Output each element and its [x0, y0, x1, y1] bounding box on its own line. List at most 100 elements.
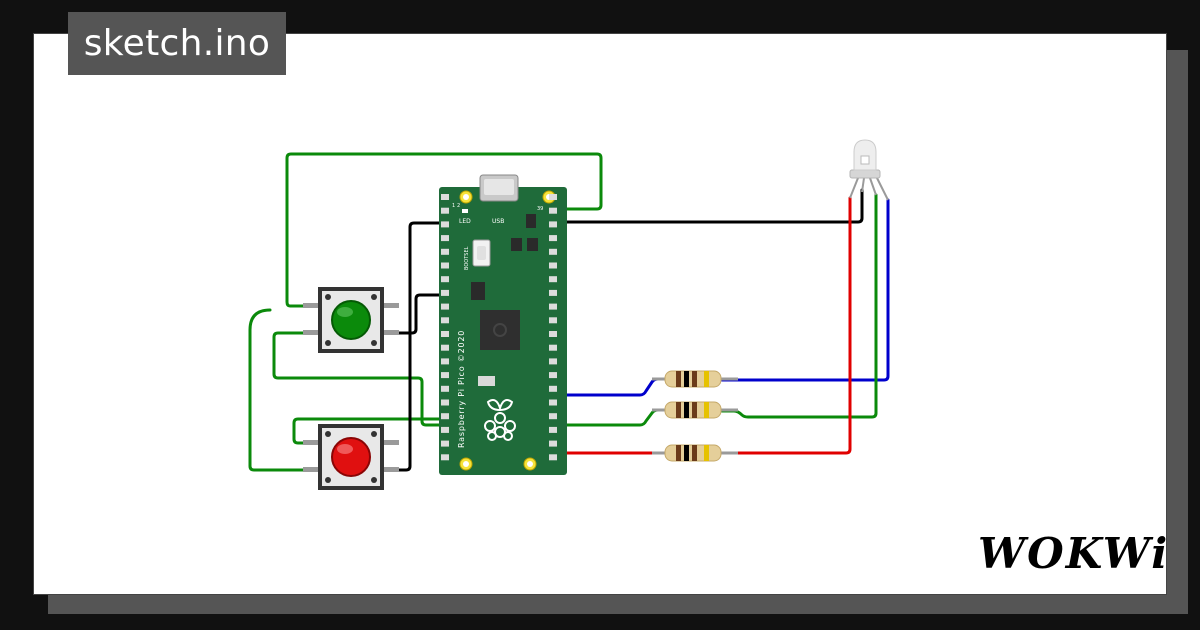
bootsel-label: BOOTSEL	[464, 246, 470, 270]
wire-green-btn-link[interactable]	[248, 308, 308, 472]
resistor[interactable]	[652, 401, 738, 419]
pico-pins	[441, 194, 557, 461]
pin-pad	[549, 399, 557, 406]
wire-green-led[interactable]	[720, 193, 878, 419]
button-corner	[325, 294, 331, 300]
pin-pad	[549, 289, 557, 296]
led-dome	[853, 139, 877, 171]
button-cap-green[interactable]	[331, 300, 371, 340]
usb-label: USB	[492, 218, 504, 225]
resistor-band	[684, 445, 689, 461]
mount-hole-center	[463, 194, 469, 200]
resistor-band	[676, 445, 681, 461]
button-leg	[383, 440, 399, 445]
wire-red-led[interactable]	[720, 196, 852, 455]
pin-pad	[441, 440, 449, 447]
pin-pad	[549, 276, 557, 283]
pin-pad	[441, 194, 449, 200]
usb-connector-inner	[484, 179, 514, 195]
button-corner	[371, 294, 377, 300]
wokwi-logo: WOKWi	[978, 529, 1169, 578]
button-leg	[383, 330, 399, 335]
chip	[511, 238, 522, 251]
rp2040-chip	[480, 310, 520, 350]
pin-pad	[441, 358, 449, 365]
pin-pad	[549, 317, 557, 324]
pin-pad	[549, 358, 557, 365]
pin-pad	[441, 372, 449, 379]
chip	[527, 238, 538, 251]
pin-pad	[441, 235, 449, 242]
chip	[526, 214, 536, 228]
button-corner	[371, 431, 377, 437]
button-cap-shine	[337, 307, 353, 317]
pin-pad	[441, 385, 449, 392]
small-pad	[478, 376, 495, 386]
resistors	[652, 370, 738, 462]
resistor-band	[676, 371, 681, 387]
button-leg	[303, 330, 319, 335]
pin-pad	[549, 194, 557, 200]
resistor[interactable]	[652, 370, 738, 388]
pin-pad	[549, 344, 557, 351]
resistor-band	[704, 371, 709, 387]
button-leg	[383, 303, 399, 308]
pin-pad	[549, 454, 557, 461]
wires	[248, 152, 890, 472]
pin-pad	[441, 426, 449, 433]
wire-green-btn-left[interactable]	[272, 331, 450, 427]
button-leg	[303, 467, 319, 472]
pin-pad	[549, 248, 557, 255]
board-name-label: Raspberry Pi Pico ©2020	[457, 330, 466, 448]
pin-pad	[441, 454, 449, 461]
led-base	[849, 169, 881, 179]
pin-pad	[441, 413, 449, 420]
pin-pad	[441, 262, 449, 269]
wire-green-red-btn[interactable]	[292, 417, 450, 445]
pin-pad	[549, 235, 557, 242]
raspberry-pi-pico[interactable]: LED USB 1 2 39 BOOTSEL Raspberry Pi Pico…	[439, 174, 567, 475]
resistor-band	[692, 445, 697, 461]
pin-pad	[441, 344, 449, 351]
push-button-green[interactable]	[303, 287, 399, 353]
bootsel-button-cap	[477, 246, 486, 260]
pin-label-39: 39	[537, 206, 543, 212]
pin-pad	[549, 385, 557, 392]
resistor-band	[684, 371, 689, 387]
pin-pad	[441, 331, 449, 337]
resistor[interactable]	[652, 444, 738, 462]
wokwi-logo-text: WOKWi	[978, 529, 1169, 578]
button-cap-red[interactable]	[331, 437, 371, 477]
wire-green-top[interactable]	[285, 152, 603, 308]
pin-pad	[441, 317, 449, 324]
button-cap-shine	[337, 444, 353, 454]
mount-hole-center	[463, 461, 469, 467]
pin-label-2: 2	[457, 203, 460, 209]
led-indicator	[462, 209, 468, 213]
pin-pad	[549, 413, 557, 420]
wire-black-green-btn[interactable]	[396, 293, 450, 335]
led-leg	[875, 175, 889, 201]
pin-pad	[549, 221, 557, 228]
button-corner	[325, 477, 331, 483]
resistor-band	[684, 402, 689, 418]
push-button-red[interactable]	[303, 424, 399, 490]
wire-black-led[interactable]	[546, 188, 864, 224]
sketch-filename-tab[interactable]: sketch.ino	[68, 12, 286, 75]
diagram-card	[33, 33, 1167, 595]
rgb-led[interactable]	[849, 139, 889, 201]
button-corner	[371, 340, 377, 346]
pin-pad	[441, 207, 449, 214]
led-leg	[849, 177, 859, 199]
pin-label-1: 1	[452, 203, 455, 209]
pin-pad	[549, 207, 557, 214]
pin-pad	[441, 248, 449, 255]
button-leg	[303, 303, 319, 308]
led-label: LED	[459, 218, 471, 225]
wire-blue-led[interactable]	[720, 198, 890, 382]
resistor-band	[676, 402, 681, 418]
led-die	[860, 155, 870, 165]
wire-black-red-btn[interactable]	[396, 221, 450, 472]
